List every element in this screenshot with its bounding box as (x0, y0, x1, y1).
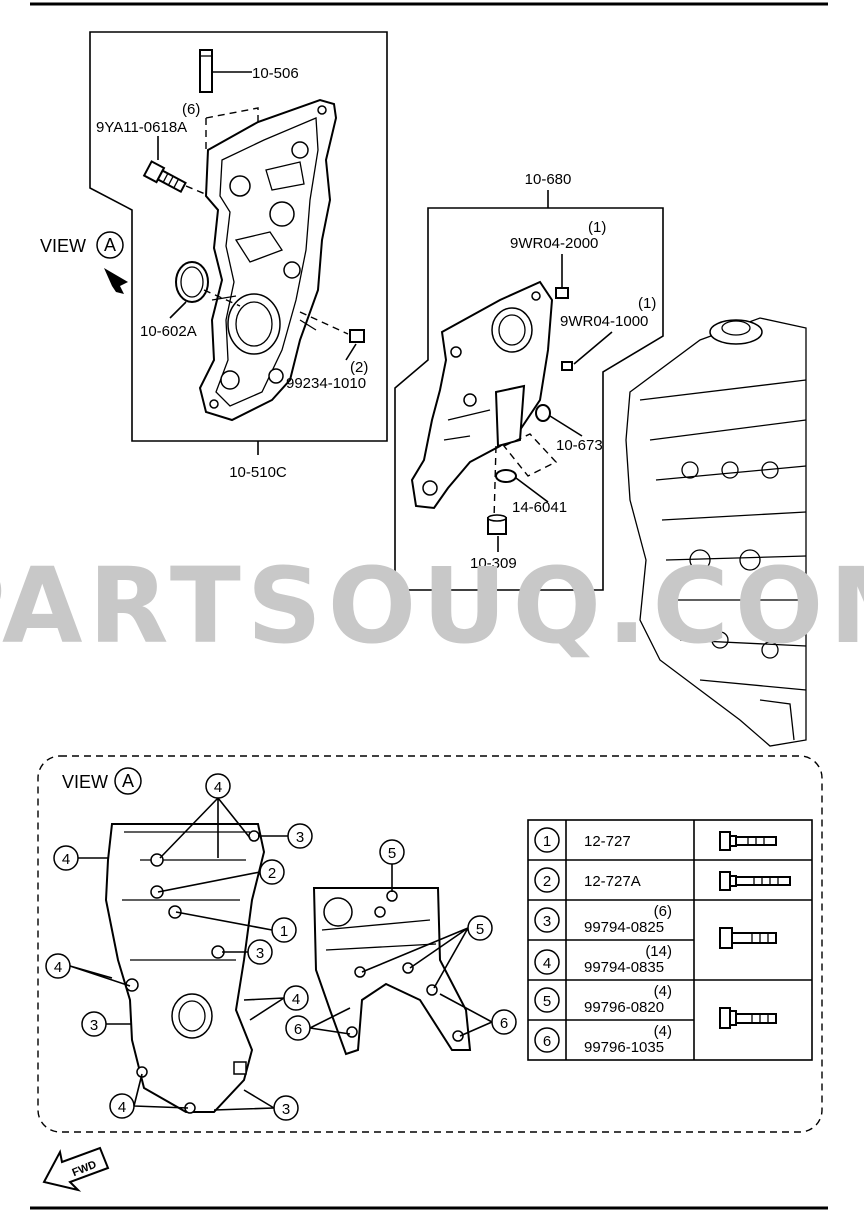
svg-text:2: 2 (543, 873, 551, 890)
callout-4-top: 4 (205, 773, 231, 799)
legend-row-5: 5 (4) 99796-0820 (534, 983, 672, 1016)
bolt-flange-hex-icon (719, 1007, 777, 1029)
svg-text:4: 4 (62, 851, 70, 868)
legend-row-4: 4 (14) 99794-0835 (534, 943, 672, 976)
svg-text:99796-0820: 99796-0820 (584, 999, 664, 1016)
svg-text:4: 4 (292, 991, 300, 1008)
engine-front-cover (410, 280, 554, 510)
plug-9wr04-2000 (555, 287, 569, 299)
oil-seal-10-602a (175, 261, 209, 303)
label-10-673: 10-673 (556, 437, 603, 454)
svg-text:2: 2 (268, 865, 276, 882)
label-99234: 99234-1010 (286, 375, 366, 392)
svg-text:99796-1035: 99796-1035 (584, 1039, 664, 1056)
callout-3-bottom: 3 (273, 1095, 299, 1121)
callout-4-mid-left: 4 (45, 953, 71, 979)
svg-text:12-727A: 12-727A (584, 873, 641, 890)
svg-text:4: 4 (214, 779, 222, 796)
label-10-602a: 10-602A (140, 323, 197, 340)
bolt-9ya11 (142, 160, 187, 194)
dowel-pin-10-506 (199, 49, 213, 93)
bolt-legend-table (527, 819, 813, 1061)
qty-9wr04-2000: (1) (588, 219, 606, 236)
view-a-title-circle (114, 767, 142, 795)
callout-4-mid-right: 4 (283, 985, 309, 1011)
o-ring-14-6041 (495, 469, 517, 483)
svg-text:1: 1 (543, 833, 551, 850)
label-10-309: 10-309 (470, 555, 517, 572)
callout-5-top: 5 (379, 839, 405, 865)
bolt-flange-short-icon (719, 831, 777, 851)
callout-5-right: 5 (467, 915, 493, 941)
svg-text:(4): (4) (654, 983, 672, 1000)
engine-block-sketch (625, 317, 807, 747)
bolt-hex-icon (719, 927, 777, 949)
watermark: PARTSOUQ.COM (0, 545, 864, 667)
svg-text:5: 5 (543, 993, 551, 1010)
fwd-arrow-icon: FWD (42, 1146, 110, 1192)
cover-front-view (312, 887, 472, 1056)
svg-text:99794-0835: 99794-0835 (584, 959, 664, 976)
left-group-code: 10-510C (229, 464, 287, 481)
svg-text:6: 6 (294, 1021, 302, 1038)
right-group-code: 10-680 (525, 171, 572, 188)
view-arrow-icon (104, 268, 128, 294)
callout-6-right: 6 (491, 1009, 517, 1035)
svg-text:3: 3 (543, 913, 551, 930)
legend-row-6: 6 (4) 99796-1035 (534, 1023, 672, 1056)
label-9wr04-1000: 9WR04-1000 (560, 313, 648, 330)
svg-text:5: 5 (388, 845, 396, 862)
svg-text:6: 6 (543, 1033, 551, 1050)
legend-row-2: 2 12-727A (534, 867, 641, 893)
callout-1: 1 (271, 917, 297, 943)
svg-text:1: 1 (280, 923, 288, 940)
qty-9wr04-1000: (1) (638, 295, 656, 312)
svg-text:4: 4 (118, 1099, 126, 1116)
label-9ya11: 9YA11-0618A (96, 119, 187, 136)
qty-99234: (2) (350, 359, 368, 376)
svg-text:3: 3 (90, 1017, 98, 1034)
svg-text:(4): (4) (654, 1023, 672, 1040)
view-a-title-letter: A (122, 771, 134, 791)
view-a-marker-circle (96, 231, 124, 259)
callout-4-bottom: 4 (109, 1093, 135, 1119)
svg-text:3: 3 (282, 1101, 290, 1118)
legend-row-3: 3 (6) 99794-0825 (534, 903, 672, 936)
callout-2: 2 (259, 859, 285, 885)
label-14-6041: 14-6041 (512, 499, 567, 516)
svg-text:99794-0825: 99794-0825 (584, 919, 664, 936)
svg-text:(14): (14) (645, 943, 672, 960)
view-a-panel (37, 755, 823, 1133)
svg-text:3: 3 (256, 945, 264, 962)
callout-6-left: 6 (285, 1015, 311, 1041)
svg-text:(6): (6) (654, 903, 672, 920)
callout-3-mid: 3 (247, 939, 273, 965)
svg-text:5: 5 (476, 921, 484, 938)
bush-10-309 (487, 514, 507, 535)
svg-text:6: 6 (500, 1015, 508, 1032)
svg-text:3: 3 (296, 829, 304, 846)
o-ring-10-673 (535, 404, 551, 422)
label-9wr04-2000: 9WR04-2000 (510, 235, 598, 252)
legend-row-1: 1 12-727 (534, 827, 631, 853)
left-group-frame (89, 31, 388, 442)
svg-text:4: 4 (54, 959, 62, 976)
bolt-flange-long-icon (719, 871, 791, 891)
callout-3-top: 3 (287, 823, 313, 849)
svg-text:4: 4 (543, 955, 551, 972)
right-group-frame (394, 207, 664, 591)
view-a-marker-text: VIEW (40, 236, 86, 256)
callout-4-left: 4 (53, 845, 79, 871)
timing-chain-cover (198, 98, 338, 422)
view-a-marker-letter: A (104, 235, 116, 255)
cover-rear-view (104, 823, 266, 1114)
view-a-title-text: VIEW (62, 772, 108, 792)
plug-9wr04-1000 (561, 361, 573, 371)
qty-9ya11: (6) (182, 101, 200, 118)
svg-text:12-727: 12-727 (584, 833, 631, 850)
callout-3-left: 3 (81, 1011, 107, 1037)
plug-99234 (349, 329, 365, 343)
label-10-506: 10-506 (252, 65, 299, 82)
